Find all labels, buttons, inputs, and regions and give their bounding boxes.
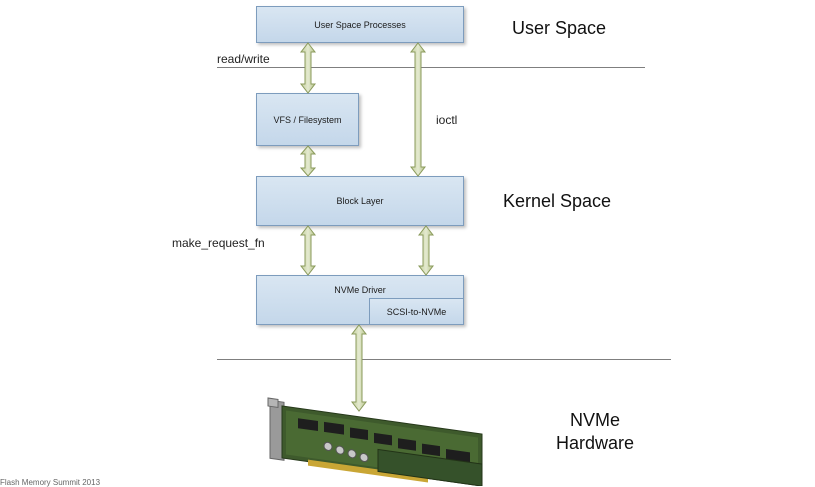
- kernel-hardware-divider: [217, 359, 671, 360]
- ioctl-label: ioctl: [436, 113, 458, 127]
- vfs-filesystem-label: VFS / Filesystem: [273, 114, 342, 125]
- vfs-filesystem-box: VFS / Filesystem: [256, 93, 359, 146]
- make-request-fn-label: make_request_fn: [172, 236, 265, 250]
- ioctl-arrow: [409, 42, 427, 177]
- nvme-hardware-line2: Hardware: [555, 433, 635, 453]
- nvme-hardware-title: NVMe Hardware: [540, 409, 650, 455]
- user-space-processes-label: User Space Processes: [314, 19, 406, 30]
- user-space-processes-box: User Space Processes: [256, 6, 464, 43]
- block-layer-box: Block Layer: [256, 176, 464, 226]
- kernel-space-title: Kernel Space: [503, 191, 612, 211]
- footer-text: Flash Memory Summit 2013: [0, 478, 101, 487]
- nvme-hardware-line1: NVMe: [569, 410, 620, 430]
- read-write-arrow: [299, 42, 317, 94]
- nvme-card-image: [267, 397, 483, 486]
- user-kernel-divider: [217, 67, 645, 68]
- nvme-driver-label: NVMe Driver: [334, 285, 386, 295]
- user-space-title: User Space: [512, 18, 607, 38]
- make-request-fn-arrow: [299, 225, 317, 276]
- read-write-label: read/write: [217, 52, 270, 66]
- block-layer-label: Block Layer: [336, 196, 384, 206]
- driver-hardware-arrow: [350, 324, 368, 412]
- block-nvme-right-arrow: [417, 225, 435, 276]
- scsi-to-nvme-box: SCSI-to-NVMe: [369, 298, 464, 325]
- vfs-block-arrow: [299, 145, 317, 177]
- scsi-to-nvme-label: SCSI-to-NVMe: [386, 306, 447, 317]
